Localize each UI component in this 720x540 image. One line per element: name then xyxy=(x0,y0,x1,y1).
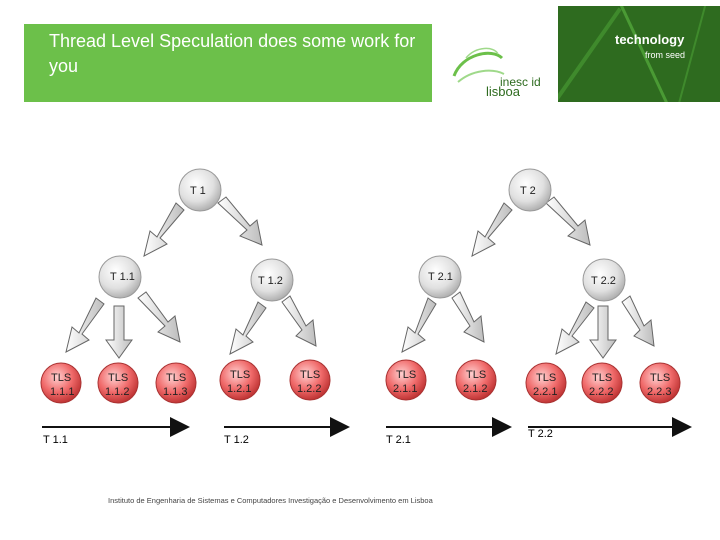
tls-node-122-l1: TLS xyxy=(300,369,320,381)
tls-node-121-l1: TLS xyxy=(230,369,250,381)
arrow-t11-tls113 xyxy=(137,291,181,343)
tls-node-112: TLS 1.1.2 xyxy=(97,362,139,404)
tls-node-222: TLS 2.2.2 xyxy=(581,362,623,404)
timeline-label-t21: T 2.1 xyxy=(386,434,411,446)
tls-node-221-l1: TLS xyxy=(536,372,556,384)
inesc-logo: inesc id lisboa xyxy=(432,24,558,102)
timeline-label-t22: T 2.2 xyxy=(528,428,553,440)
timeline-label-t11: T 1.1 xyxy=(43,434,68,446)
tls-node-212-l2: 2.1.2 xyxy=(463,383,487,395)
arrow-t22-tls221 xyxy=(555,301,595,355)
tls-node-122: TLS 1.2.2 xyxy=(289,359,331,401)
timeline: T 1.1 T 1.2 T 2.1 T 2.2 xyxy=(42,417,692,446)
technology-label: technology xyxy=(615,32,685,47)
tls-node-223-l1: TLS xyxy=(650,372,670,384)
title-bar xyxy=(24,24,432,102)
tls-node-222-l1: TLS xyxy=(592,372,612,384)
tls-node-223-l2: 2.2.3 xyxy=(647,386,671,398)
tls-node-211-l2: 2.1.1 xyxy=(393,383,417,395)
tls-node-121-l2: 1.2.1 xyxy=(227,383,251,395)
arrow-t21-tls212 xyxy=(451,291,485,343)
tls-node-221: TLS 2.2.1 xyxy=(525,362,567,404)
arrow-t21-tls211 xyxy=(401,297,437,353)
arrow-t22-tls223 xyxy=(621,295,655,347)
arrow-t11-tls111 xyxy=(65,297,105,353)
arrow-t12-tls121 xyxy=(229,301,267,355)
arrow-t2-t21 xyxy=(471,202,513,257)
arrow-t12-tls122 xyxy=(281,295,317,347)
tls-node-111-l2: 1.1.1 xyxy=(50,386,74,398)
tls-node-211-l1: TLS xyxy=(396,369,416,381)
tls-node-121: TLS 1.2.1 xyxy=(219,359,261,401)
tls-node-111: TLS 1.1.1 xyxy=(40,362,82,404)
tls-node-111-l1: TLS xyxy=(51,372,71,384)
thread-node-t11: T 1.1 xyxy=(98,255,142,299)
arrow-t11-tls112 xyxy=(105,305,133,359)
thread-node-t2: T 2 xyxy=(508,168,552,212)
tls-node-122-l2: 1.2.2 xyxy=(297,383,321,395)
tls-node-212: TLS 2.1.2 xyxy=(455,359,497,401)
branch-arrows xyxy=(65,196,655,359)
thread-node-t21: T 2.1 xyxy=(418,255,462,299)
logo-top-strip xyxy=(432,6,558,24)
arrow-t1-t11 xyxy=(143,202,185,257)
thread-label-t12: T 1.2 xyxy=(258,275,283,287)
thread-node-t1: T 1 xyxy=(178,168,222,212)
tls-node-211: TLS 2.1.1 xyxy=(385,359,427,401)
tls-node-212-l1: TLS xyxy=(466,369,486,381)
thread-label-t1: T 1 xyxy=(190,185,206,197)
thread-node-t12: T 1.2 xyxy=(250,258,294,302)
thread-nodes: T 1 T 2 T 1.1 T 1.2 T 2.1 T 2.2 xyxy=(98,168,626,302)
inesc-logo-icon: inesc id lisboa xyxy=(452,47,541,99)
slide-title: Thread Level Speculation does some work … xyxy=(49,31,416,76)
tls-node-223: TLS 2.2.3 xyxy=(639,362,681,404)
tls-node-112-l1: TLS xyxy=(108,372,128,384)
arrow-t1-t12 xyxy=(217,196,263,246)
footer-text: Instituto de Engenharia de Sistemas e Co… xyxy=(108,496,433,505)
thread-label-t21: T 2.1 xyxy=(428,271,453,283)
tls-node-112-l2: 1.1.2 xyxy=(105,386,129,398)
technology-sublabel: from seed xyxy=(645,50,686,60)
tls-node-113-l2: 1.1.3 xyxy=(163,386,187,398)
thread-node-t22: T 2.2 xyxy=(582,258,626,302)
arrow-t22-tls222 xyxy=(589,305,617,359)
thread-label-t11: T 1.1 xyxy=(110,271,135,283)
logo-text-bottom: lisboa xyxy=(486,84,521,99)
tls-nodes: TLS 1.1.1 TLS 1.1.2 TLS 1.1.3 TLS 1.2.1 TLS 1… xyxy=(40,359,681,404)
tls-node-222-l2: 2.2.2 xyxy=(589,386,613,398)
arrow-t2-t22 xyxy=(545,196,591,246)
logo-text-top: inesc id xyxy=(500,75,541,89)
technology-panel xyxy=(558,6,720,102)
tls-node-113: TLS 1.1.3 xyxy=(155,362,197,404)
timeline-label-t12: T 1.2 xyxy=(224,434,249,446)
tls-node-221-l2: 2.2.1 xyxy=(533,386,557,398)
thread-label-t2: T 2 xyxy=(520,185,536,197)
thread-label-t22: T 2.2 xyxy=(591,275,616,287)
tls-node-113-l1: TLS xyxy=(166,372,186,384)
